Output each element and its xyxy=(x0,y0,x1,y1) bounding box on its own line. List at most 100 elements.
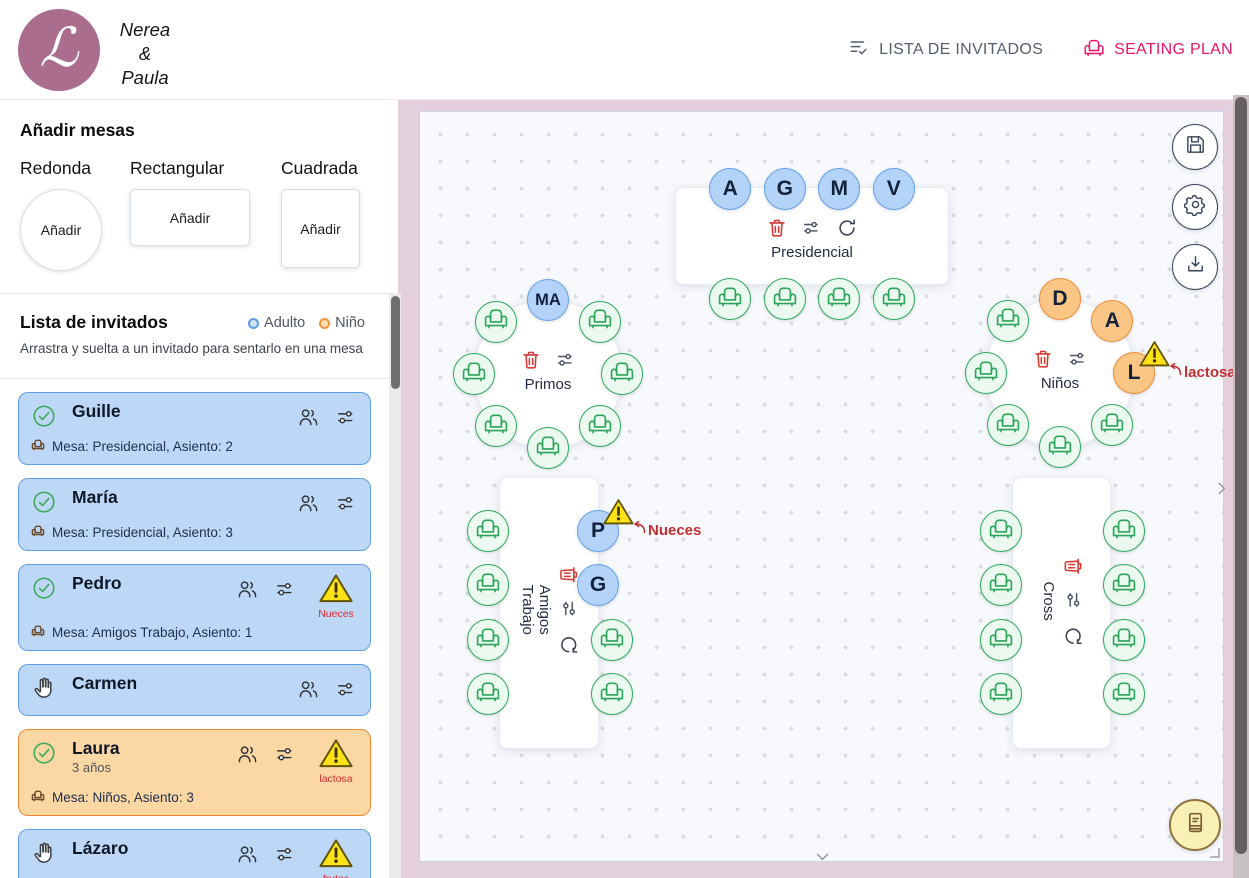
table-options-icon[interactable] xyxy=(555,349,577,371)
companions-icon[interactable] xyxy=(297,678,320,706)
save-button[interactable] xyxy=(1172,124,1218,170)
rotate-table-icon[interactable] xyxy=(558,634,580,656)
seat-empty[interactable] xyxy=(467,564,509,606)
table-cross[interactable] xyxy=(1012,477,1111,749)
sidebar-scrollbar-thumb[interactable] xyxy=(390,296,400,389)
page-scrollbar[interactable] xyxy=(1233,95,1249,878)
guest-options-icon[interactable] xyxy=(274,743,297,771)
guest-card-3[interactable]: Carmen xyxy=(18,664,371,716)
seat-empty[interactable] xyxy=(1103,619,1145,661)
seat-occupied[interactable]: G xyxy=(577,564,619,606)
seat-empty[interactable] xyxy=(980,673,1022,715)
rotate-table-icon[interactable] xyxy=(1062,625,1084,647)
companions-icon[interactable] xyxy=(297,492,320,520)
seat-occupied[interactable]: A xyxy=(1091,299,1134,342)
companions-icon[interactable] xyxy=(236,578,259,606)
seat-empty[interactable] xyxy=(601,353,643,395)
seat-empty[interactable] xyxy=(467,510,509,552)
seat-empty[interactable] xyxy=(980,564,1022,606)
seat-empty[interactable] xyxy=(527,427,569,469)
warning-triangle-icon xyxy=(319,738,353,773)
seat-occupied[interactable]: V xyxy=(872,168,915,210)
seat-empty[interactable] xyxy=(453,353,495,395)
legend-child: Niño xyxy=(319,315,365,331)
companions-icon[interactable] xyxy=(236,843,259,871)
seat-empty[interactable] xyxy=(1103,510,1145,552)
seat-empty[interactable] xyxy=(467,619,509,661)
seat-occupied[interactable]: A xyxy=(709,168,752,210)
rotate-table-icon[interactable] xyxy=(836,217,858,239)
seat-empty[interactable] xyxy=(579,405,622,448)
seat-empty[interactable] xyxy=(591,673,633,715)
delete-table-icon[interactable] xyxy=(1062,555,1084,577)
seat-empty[interactable] xyxy=(1091,404,1134,447)
seat-occupied[interactable]: MA xyxy=(527,279,569,321)
add-tables-title: Añadir mesas xyxy=(20,120,135,140)
seat-empty[interactable] xyxy=(986,299,1029,342)
seat-empty[interactable] xyxy=(474,300,517,343)
canvas-resize-handle[interactable] xyxy=(1210,848,1220,858)
seat-empty[interactable] xyxy=(965,352,1007,394)
settings-button[interactable] xyxy=(1172,184,1218,230)
nav-seating-plan[interactable]: SEATING PLAN xyxy=(1083,37,1233,64)
table-options-icon[interactable] xyxy=(801,217,823,239)
guest-options-icon[interactable] xyxy=(335,492,358,520)
notes-button[interactable] xyxy=(1169,799,1221,851)
seat-empty[interactable] xyxy=(818,278,861,320)
seat-empty[interactable] xyxy=(591,619,633,661)
seat-occupied[interactable]: L xyxy=(1113,352,1155,394)
add-square-table-button[interactable]: Añadir xyxy=(281,189,360,268)
delete-table-icon[interactable] xyxy=(766,217,788,239)
seat-empty[interactable] xyxy=(980,510,1022,552)
delete-table-icon[interactable] xyxy=(558,564,580,586)
brand-logo[interactable]: ℒ xyxy=(18,9,100,91)
seat-occupied[interactable]: M xyxy=(818,168,861,210)
seat-empty[interactable] xyxy=(579,300,622,343)
seat-empty[interactable] xyxy=(709,278,752,320)
seat-empty[interactable] xyxy=(986,404,1029,447)
download-button[interactable] xyxy=(1172,244,1218,290)
armchair-icon xyxy=(587,306,613,337)
guest-options-icon[interactable] xyxy=(274,843,297,871)
table-options-icon[interactable] xyxy=(558,599,580,621)
guest-options-icon[interactable] xyxy=(335,406,358,434)
table-options-icon[interactable] xyxy=(1067,348,1089,370)
companions-icon[interactable] xyxy=(236,743,259,771)
delete-table-icon[interactable] xyxy=(520,349,542,371)
seat-guest-initial: M xyxy=(830,177,849,200)
list-check-icon xyxy=(848,37,870,64)
seat-empty[interactable] xyxy=(1103,673,1145,715)
companions-icon[interactable] xyxy=(297,406,320,434)
table-options-icon[interactable] xyxy=(1062,590,1084,612)
seat-empty[interactable] xyxy=(474,405,517,448)
guest-options-icon[interactable] xyxy=(335,678,358,706)
seat-empty[interactable] xyxy=(467,673,509,715)
add-rect-table-button[interactable]: Añadir xyxy=(130,189,250,246)
seat-occupied[interactable]: G xyxy=(763,168,806,210)
page-scrollbar-thumb[interactable] xyxy=(1235,97,1247,854)
seat-empty[interactable] xyxy=(1103,564,1145,606)
add-round-table-button[interactable]: Añadir xyxy=(20,189,102,271)
seat-empty[interactable] xyxy=(872,278,915,320)
seat-guest-initial: D xyxy=(1052,287,1068,310)
sidebar-scrollbar[interactable] xyxy=(389,293,401,878)
seat-empty[interactable] xyxy=(980,619,1022,661)
chevron-right-icon[interactable] xyxy=(1213,480,1230,502)
armchair-icon xyxy=(1083,37,1105,64)
seat-assignment: Mesa: Amigos Trabajo, Asiento: 1 xyxy=(31,624,358,641)
delete-table-icon[interactable] xyxy=(1032,348,1054,370)
armchair-icon xyxy=(973,358,999,389)
chevron-down-icon[interactable] xyxy=(814,848,831,870)
nav-guest-list[interactable]: LISTA DE INVITADOS xyxy=(848,37,1043,64)
seat-occupied[interactable]: D xyxy=(1039,278,1081,320)
seat-empty[interactable] xyxy=(763,278,806,320)
seat-empty[interactable] xyxy=(1039,426,1081,468)
guest-card-5[interactable]: Lázaro frutas xyxy=(18,829,371,878)
guest-options-icon[interactable] xyxy=(274,578,297,606)
